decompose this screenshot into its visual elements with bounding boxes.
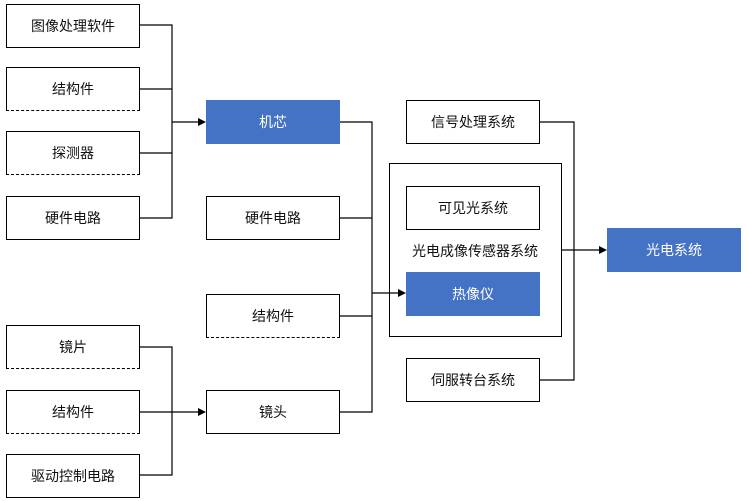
node-image-software: 图像处理软件 xyxy=(6,4,140,48)
sensor-system-label: 光电成像传感器系统 xyxy=(412,244,538,260)
node-drive-control-circuit: 驱动控制电路 xyxy=(6,454,140,498)
node-structure-2: 结构件 xyxy=(6,390,140,434)
node-structure-1: 结构件 xyxy=(6,67,140,111)
node-hardware-circuit-2: 硬件电路 xyxy=(206,196,340,240)
node-detector: 探测器 xyxy=(6,131,140,175)
node-visible-light: 可见光系统 xyxy=(406,186,540,230)
node-lens: 镜头 xyxy=(206,390,340,434)
node-hardware-circuit-1: 硬件电路 xyxy=(6,196,140,240)
node-signal-processing: 信号处理系统 xyxy=(406,100,540,144)
node-structure-3: 结构件 xyxy=(206,294,340,338)
node-lens-piece: 镜片 xyxy=(6,325,140,369)
node-servo-turntable: 伺服转台系统 xyxy=(406,358,540,402)
node-thermal-imager: 热像仪 xyxy=(406,272,540,316)
sensor-system-group xyxy=(389,163,562,337)
node-photoelectric-system: 光电系统 xyxy=(607,228,741,272)
node-core-module: 机芯 xyxy=(206,100,340,144)
